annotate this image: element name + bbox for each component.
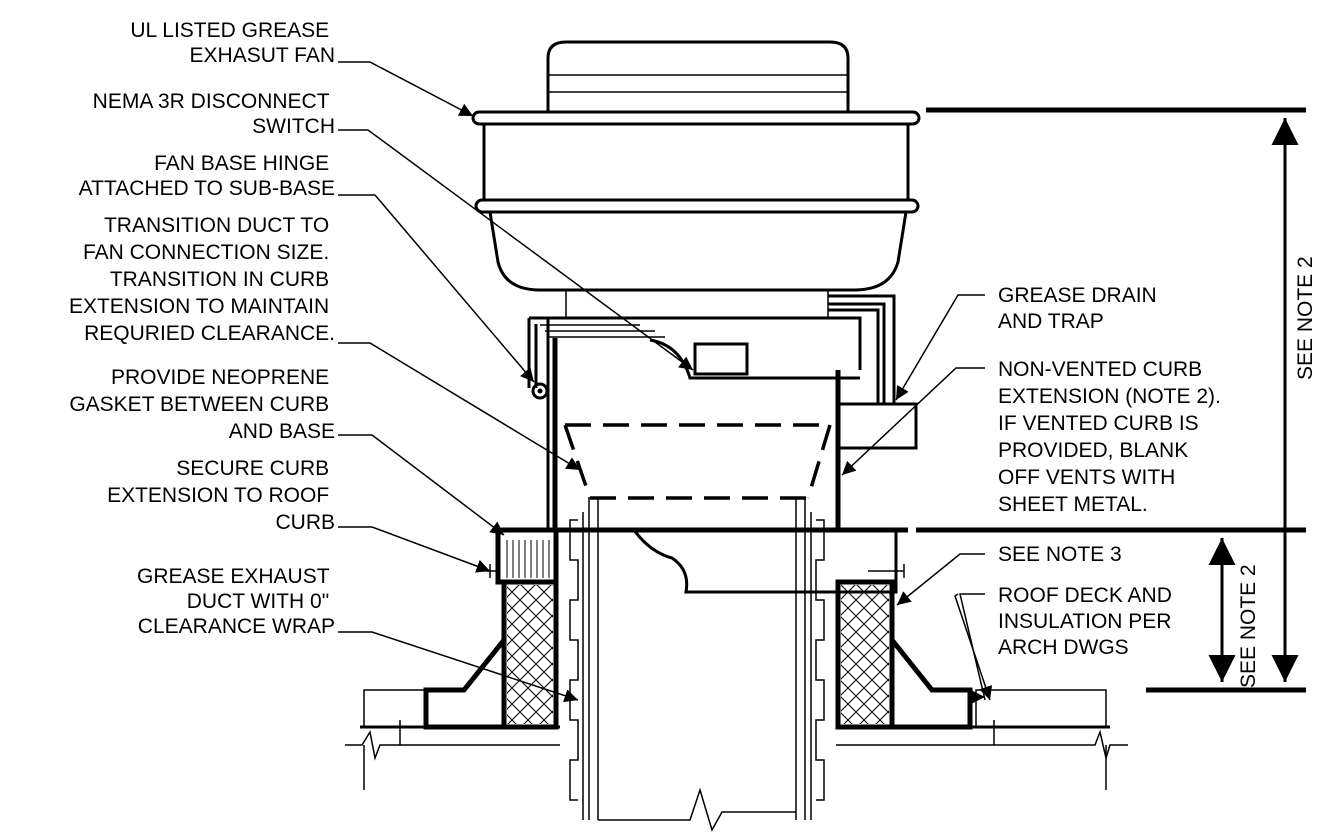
- dim-curb-label: SEE NOTE 2: [1237, 564, 1260, 688]
- label-secure: SECURE CURB EXTENSION TO ROOF CURB: [107, 457, 335, 534]
- label-drain: GREASE DRAIN AND TRAP: [998, 284, 1163, 333]
- leader-lines: [338, 61, 993, 703]
- label-transition: TRANSITION DUCT TO FAN CONNECTION SIZE. …: [69, 214, 335, 345]
- fan-motor-hood: [546, 40, 850, 112]
- fan-lower-band: [474, 198, 920, 214]
- roof-curb: [423, 527, 973, 730]
- label-note3: SEE NOTE 3: [998, 543, 1122, 566]
- fan-housing: [482, 124, 910, 202]
- label-hinge: FAN BASE HINGE ATTACHED TO SUB-BASE: [79, 152, 335, 200]
- right-labels: GREASE DRAIN AND TRAP NON-VENTED CURB EX…: [998, 284, 1227, 659]
- dim-overall-label: SEE NOTE 2: [1294, 256, 1317, 380]
- label-duct: GREASE EXHAUST DUCT WITH 0" CLEARANCE WR…: [137, 565, 335, 638]
- disconnect-switch-box: [693, 342, 749, 376]
- dimension-lines: SEE NOTE 2 SEE NOTE 2: [916, 107, 1317, 693]
- label-curb-extension: NON-VENTED CURB EXTENSION (NOTE 2). IF V…: [998, 358, 1227, 516]
- left-labels: UL LISTED GREASE EXHASUT FAN NEMA 3R DIS…: [69, 19, 335, 638]
- label-roof-deck: ROOF DECK AND INSULATION PER ARCH DWGS: [998, 584, 1178, 659]
- exhaust-fan: [471, 40, 921, 292]
- label-gasket: PROVIDE NEOPRENE GASKET BETWEEN CURB AND…: [69, 366, 335, 443]
- label-disconnect: NEMA 3R DISCONNECT SWITCH: [93, 90, 335, 138]
- fan-bowl: [488, 211, 908, 292]
- fan-top-band: [471, 110, 921, 126]
- curb-extension: [527, 290, 918, 530]
- roof-deck: [345, 689, 1128, 790]
- fan-sub-base: [529, 316, 862, 370]
- label-fan: UL LISTED GREASE EXHASUT FAN: [130, 19, 335, 67]
- grease-drain-trap: [836, 402, 918, 450]
- grease-duct: [569, 498, 825, 832]
- break-line: [598, 787, 796, 832]
